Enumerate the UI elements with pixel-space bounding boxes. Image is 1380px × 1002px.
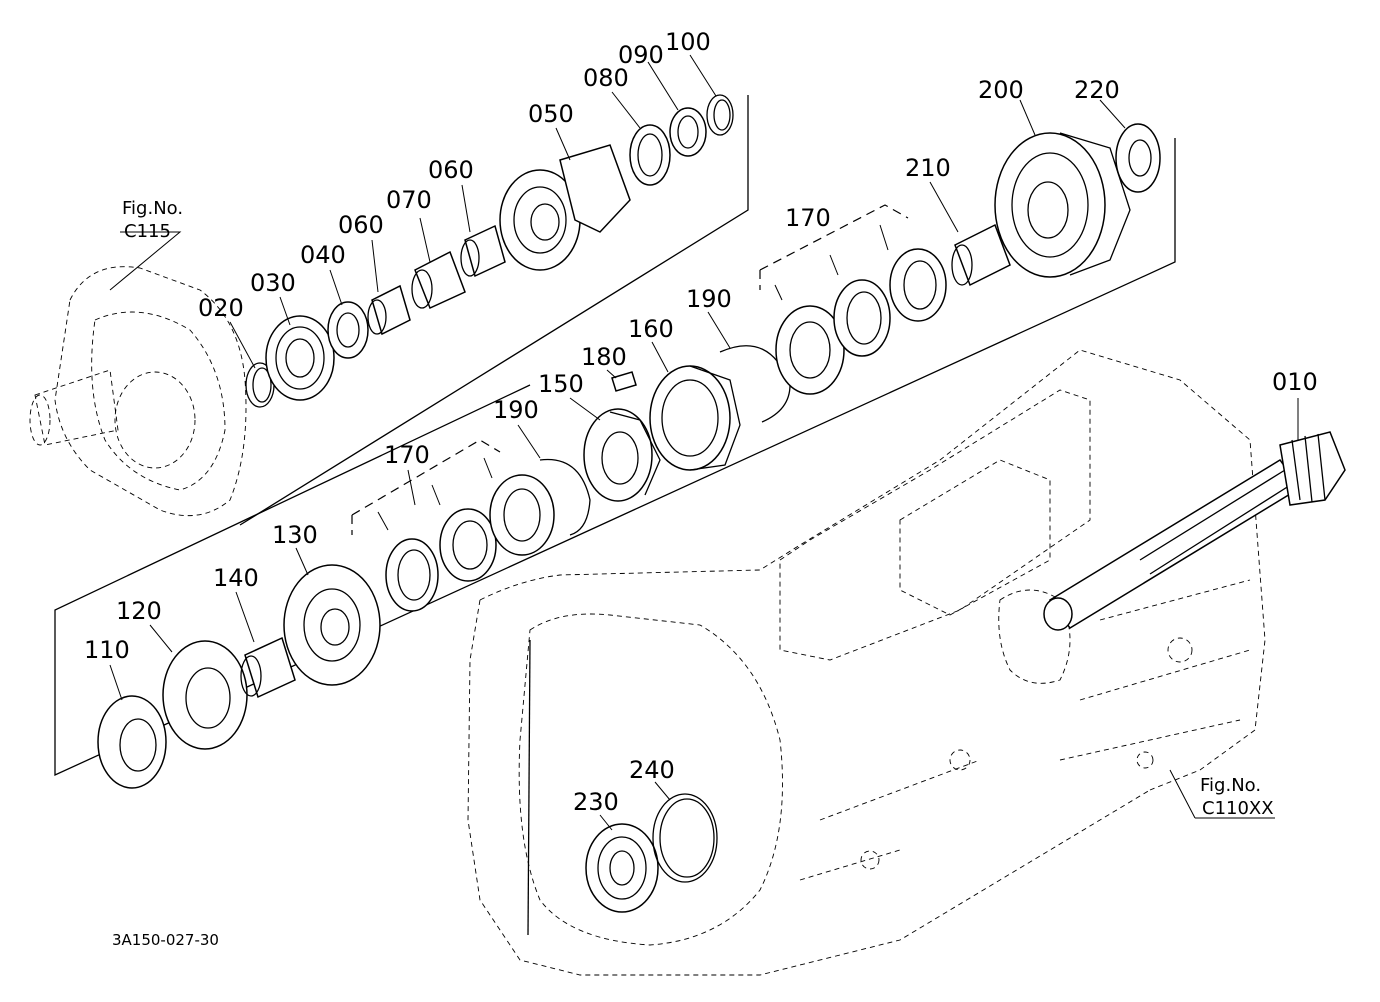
part-240-snap-ring [652,793,718,883]
label-110: 110 [84,636,130,664]
label-200: 200 [978,76,1024,104]
label-040: 040 [300,241,346,269]
label-100: 100 [665,28,711,56]
lower-group-frame [527,639,531,936]
label-240: 240 [629,756,675,784]
label-180: 180 [581,343,627,371]
bracket-170-upper [759,204,909,301]
part-160-sleeve [649,365,741,471]
fig-ref-right-title: Fig.No. [1200,775,1261,796]
label-220: 220 [1074,76,1120,104]
label-170a: 170 [785,204,831,232]
fig-ref-left-code: C115 [124,221,171,242]
label-050: 050 [528,100,574,128]
part-030-ball-bearing [265,315,335,401]
figure-reference-c110xx: Fig.No. C110XX [1200,775,1274,819]
part-230-ball-bearing [585,823,659,913]
label-030: 030 [250,269,296,297]
drawing-code: 3A150-027-30 [112,931,219,949]
label-070: 070 [386,186,432,214]
part-180-key [611,371,637,392]
label-060a: 060 [338,211,384,239]
housing-c115-outline [29,266,247,517]
middle-group-frame [54,138,1176,777]
figure-reference-c115: Fig.No. C115 [122,198,183,242]
part-170-upper-ring-a [775,305,845,395]
part-220-thrust-washer [1115,123,1161,193]
fig-ref-left-title: Fig.No. [122,198,183,219]
part-190-lower-snap-ring [539,458,591,536]
label-020: 020 [198,294,244,322]
label-120: 120 [116,597,162,625]
label-010: 010 [1272,368,1318,396]
part-170-lower-ring-c [489,474,555,556]
fig-ref-right-code: C110XX [1202,798,1274,819]
part-060-needle-bearing-a [367,284,411,336]
label-090: 090 [618,41,664,69]
part-210-needle-bearing [951,223,1011,287]
leader-lines [109,54,1299,831]
label-150: 150 [538,370,584,398]
part-170-upper-ring-b [833,279,891,357]
label-170b: 170 [384,441,430,469]
bracket-170-lower [351,439,501,535]
label-210: 210 [905,154,951,182]
label-140: 140 [213,564,259,592]
part-070-collar [411,250,466,310]
part-080-bearing [629,124,671,186]
part-150-hub [583,408,661,502]
part-050-gear [499,144,631,271]
part-010-mainshaft [1043,431,1346,631]
label-060b: 060 [428,156,474,184]
label-190a: 190 [686,285,732,313]
part-090-washer [669,107,707,157]
part-040-washer [327,301,369,359]
part-140-needle-bearing [240,636,296,699]
part-100-snap-ring [706,94,734,136]
label-160: 160 [628,315,674,343]
part-labels: 010 020 030 040 060 070 060 050 080 090 … [84,28,1318,816]
part-060-needle-bearing-b [460,224,506,278]
part-130-gear [283,564,381,686]
part-110-gear [97,695,167,789]
part-170-lower-ring-b [439,508,497,582]
upper-group-frame [239,95,749,526]
label-130: 130 [272,521,318,549]
part-120-gear [162,640,248,750]
part-170-lower-ring-a [385,538,439,612]
label-080: 080 [583,64,629,92]
part-200-gear [994,132,1131,278]
label-230: 230 [573,788,619,816]
label-190b: 190 [493,396,539,424]
part-170-upper-ring-c [889,248,947,322]
